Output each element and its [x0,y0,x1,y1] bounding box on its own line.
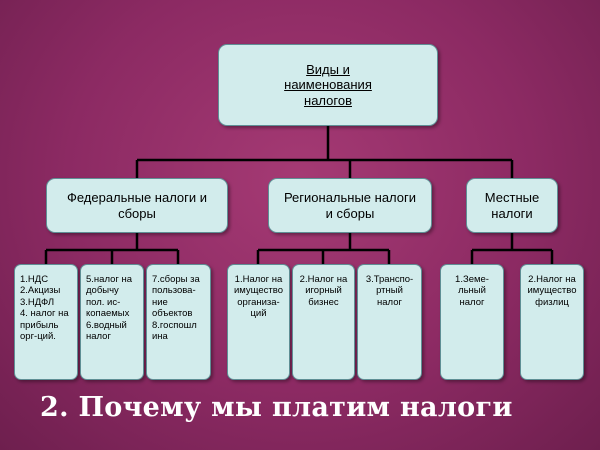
node-regional-taxes: Региональные налоги и сборы [268,178,432,233]
leaf-regional-1: 1.Налог на имущество организа- ций [227,264,290,380]
node-federal-taxes: Федеральные налоги и сборы [46,178,228,233]
node-local-taxes: Местные налоги [466,178,558,233]
leaf-federal-1: 1.НДС 2.Акцизы 3.НДФЛ 4. налог на прибыл… [14,264,78,380]
slide-title: 2. Почему мы платим налоги [40,392,513,423]
leaf-federal-2: 5.налог на добычу пол. ис- копаемых 6.во… [80,264,144,380]
leaf-local-2: 2.Налог на имущество физлиц [520,264,584,380]
leaf-regional-3: 3.Транспо- ртный налог [357,264,422,380]
leaf-local-1: 1.Земе- льный налог [440,264,504,380]
root-node-tax-types: Виды и наименования налогов [218,44,438,126]
leaf-federal-3: 7.сборы за пользова- ние объектов 8.госп… [146,264,211,380]
leaf-regional-2: 2.Налог на игорный бизнес [292,264,355,380]
